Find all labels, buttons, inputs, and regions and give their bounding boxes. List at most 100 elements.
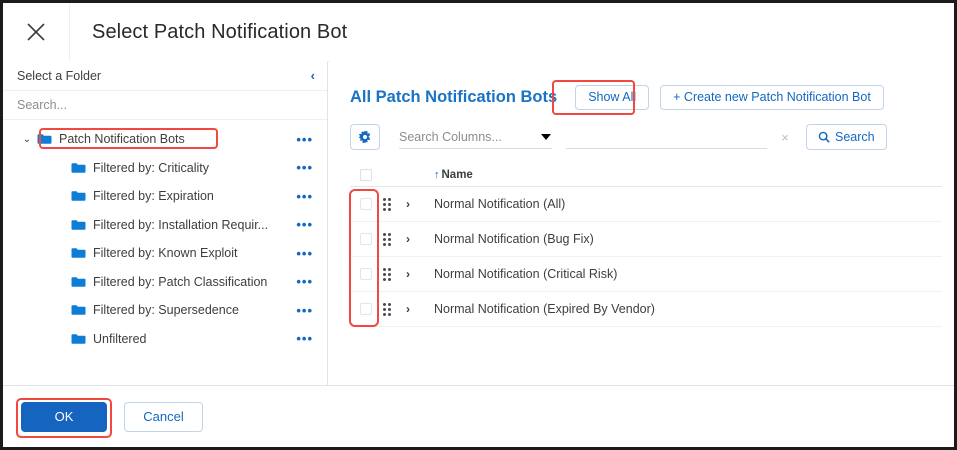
row-expand-cell[interactable]: ›	[406, 265, 434, 283]
show-all-button[interactable]: Show All	[575, 85, 650, 110]
folder-icon	[71, 190, 86, 202]
row-actions-menu-icon[interactable]: •••	[296, 274, 313, 290]
drag-handle-icon[interactable]	[383, 232, 391, 246]
select-all-checkbox[interactable]	[359, 168, 372, 181]
sidebar-search-input[interactable]: Search...	[3, 91, 327, 120]
modal-header: Select Patch Notification Bot	[3, 3, 954, 62]
tree-item-filtered-known-exploit[interactable]: Filtered by: Known Exploit •••	[3, 239, 327, 268]
row-checkbox[interactable]	[359, 303, 372, 315]
row-expand-cell[interactable]: ›	[406, 195, 434, 213]
row-drag-cell[interactable]	[381, 197, 406, 211]
row-name-cell: Normal Notification (Bug Fix)	[434, 230, 942, 248]
folder-icon	[71, 333, 86, 345]
row-select-cell[interactable]	[350, 198, 381, 210]
search-button[interactable]: Search	[806, 124, 887, 150]
page-title: Select Patch Notification Bot	[92, 20, 348, 43]
name-column-label: Name	[441, 168, 473, 181]
table-row[interactable]: › Normal Notification (Critical Risk)	[350, 257, 942, 292]
row-checkbox[interactable]	[359, 198, 372, 210]
bots-table: ↑ Name › Normal	[349, 163, 942, 327]
chevron-right-icon[interactable]: ›	[406, 267, 410, 281]
sidebar-header: Select a Folder ‹	[3, 61, 327, 91]
table-header-row: ↑ Name	[350, 163, 942, 187]
row-name-label: Normal Notification (Bug Fix)	[434, 232, 594, 246]
row-name-label: Normal Notification (Expired By Vendor)	[434, 302, 655, 316]
row-actions-menu-icon[interactable]: •••	[296, 131, 313, 147]
chevron-left-icon[interactable]: ‹	[310, 68, 315, 83]
row-checkbox[interactable]	[359, 268, 372, 280]
row-checkbox[interactable]	[359, 233, 372, 245]
sidebar-search-placeholder: Search...	[17, 98, 68, 112]
folder-icon	[71, 276, 86, 288]
search-toolbar: Search Columns... × Search	[329, 110, 954, 150]
table-row[interactable]: › Normal Notification (All)	[350, 187, 942, 222]
create-new-bot-button[interactable]: + Create new Patch Notification Bot	[660, 85, 884, 110]
drag-handle-icon[interactable]	[383, 302, 391, 316]
tree-item-label: Filtered by: Known Exploit	[93, 246, 238, 261]
drag-handle-icon[interactable]	[383, 267, 391, 281]
search-columns-select[interactable]: Search Columns...	[399, 126, 552, 149]
chevron-right-icon[interactable]: ›	[406, 197, 410, 211]
chevron-down-icon[interactable]: ⌄	[22, 133, 32, 145]
table-row[interactable]: › Normal Notification (Bug Fix)	[350, 222, 942, 257]
tree-item-filtered-patch-classification[interactable]: Filtered by: Patch Classification •••	[3, 268, 327, 297]
name-column-header[interactable]: ↑ Name	[434, 169, 942, 181]
ok-button[interactable]: OK	[21, 401, 107, 432]
tree-item-patch-notification-bots[interactable]: ⌄ Patch Notification Bots •••	[3, 125, 327, 154]
bots-list-panel: All Patch Notification Bots Show All + C…	[329, 61, 954, 385]
chevron-right-icon[interactable]: ›	[406, 232, 410, 246]
show-all-button-wrap: Show All	[552, 80, 650, 115]
list-view-title: All Patch Notification Bots	[350, 88, 558, 106]
row-name-label: Normal Notification (All)	[434, 197, 566, 211]
folder-tree: ⌄ Patch Notification Bots ••• F	[3, 120, 327, 353]
row-drag-cell[interactable]	[381, 232, 406, 246]
tree-item-filtered-criticality[interactable]: Filtered by: Criticality •••	[3, 154, 327, 183]
row-name-label: Normal Notification (Critical Risk)	[434, 267, 618, 281]
tree-item-label: Unfiltered	[93, 331, 147, 346]
gear-icon[interactable]	[350, 124, 380, 150]
drag-handle-icon[interactable]	[383, 197, 391, 211]
row-expand-cell[interactable]: ›	[406, 300, 434, 318]
row-select-cell[interactable]	[350, 303, 381, 315]
row-drag-cell[interactable]	[381, 267, 406, 281]
row-expand-cell[interactable]: ›	[406, 230, 434, 248]
tree-item-filtered-supersedence[interactable]: Filtered by: Supersedence •••	[3, 296, 327, 325]
folder-sidebar: Select a Folder ‹ Search... ⌄ Patch Noti…	[3, 61, 328, 385]
row-actions-menu-icon[interactable]: •••	[296, 160, 313, 176]
tree-item-label: Patch Notification Bots	[59, 132, 185, 147]
clear-search-icon[interactable]: ×	[781, 129, 789, 145]
folder-icon	[71, 162, 86, 174]
sidebar-header-label: Select a Folder	[17, 68, 102, 83]
tree-item-unfiltered[interactable]: Unfiltered •••	[3, 325, 327, 354]
modal-footer: OK Cancel	[3, 385, 954, 447]
row-select-cell[interactable]	[350, 268, 381, 280]
row-select-cell[interactable]	[350, 233, 381, 245]
tree-item-label: Filtered by: Supersedence	[93, 303, 239, 318]
row-actions-menu-icon[interactable]: •••	[296, 217, 313, 233]
row-actions-menu-icon[interactable]: •••	[296, 188, 313, 204]
close-icon[interactable]	[25, 21, 47, 43]
tree-item-filtered-installation-requirement[interactable]: Filtered by: Installation Requir... •••	[3, 211, 327, 240]
row-actions-menu-icon[interactable]: •••	[296, 245, 313, 261]
chevron-down-icon[interactable]	[541, 133, 551, 140]
search-input[interactable]	[566, 126, 767, 149]
tree-item-label: Filtered by: Patch Classification	[93, 274, 268, 289]
search-icon	[818, 131, 830, 143]
cancel-button[interactable]: Cancel	[124, 401, 203, 432]
close-button-cell[interactable]	[3, 3, 70, 61]
sort-ascending-icon: ↑	[434, 168, 440, 181]
modal-body: Select a Folder ‹ Search... ⌄ Patch Noti…	[3, 61, 954, 385]
tree-item-filtered-expiration[interactable]: Filtered by: Expiration •••	[3, 182, 327, 211]
folder-icon	[71, 219, 86, 231]
tree-item-label: Filtered by: Installation Requir...	[93, 217, 269, 232]
chevron-right-icon[interactable]: ›	[406, 302, 410, 316]
row-actions-menu-icon[interactable]: •••	[296, 302, 313, 318]
tree-item-label: Filtered by: Criticality	[93, 160, 209, 175]
folder-icon	[71, 304, 86, 316]
select-all-cell[interactable]	[350, 168, 381, 181]
row-drag-cell[interactable]	[381, 302, 406, 316]
table-row[interactable]: › Normal Notification (Expired By Vendor…	[350, 292, 942, 327]
row-actions-menu-icon[interactable]: •••	[296, 331, 313, 347]
row-name-cell: Normal Notification (Expired By Vendor)	[434, 300, 942, 318]
